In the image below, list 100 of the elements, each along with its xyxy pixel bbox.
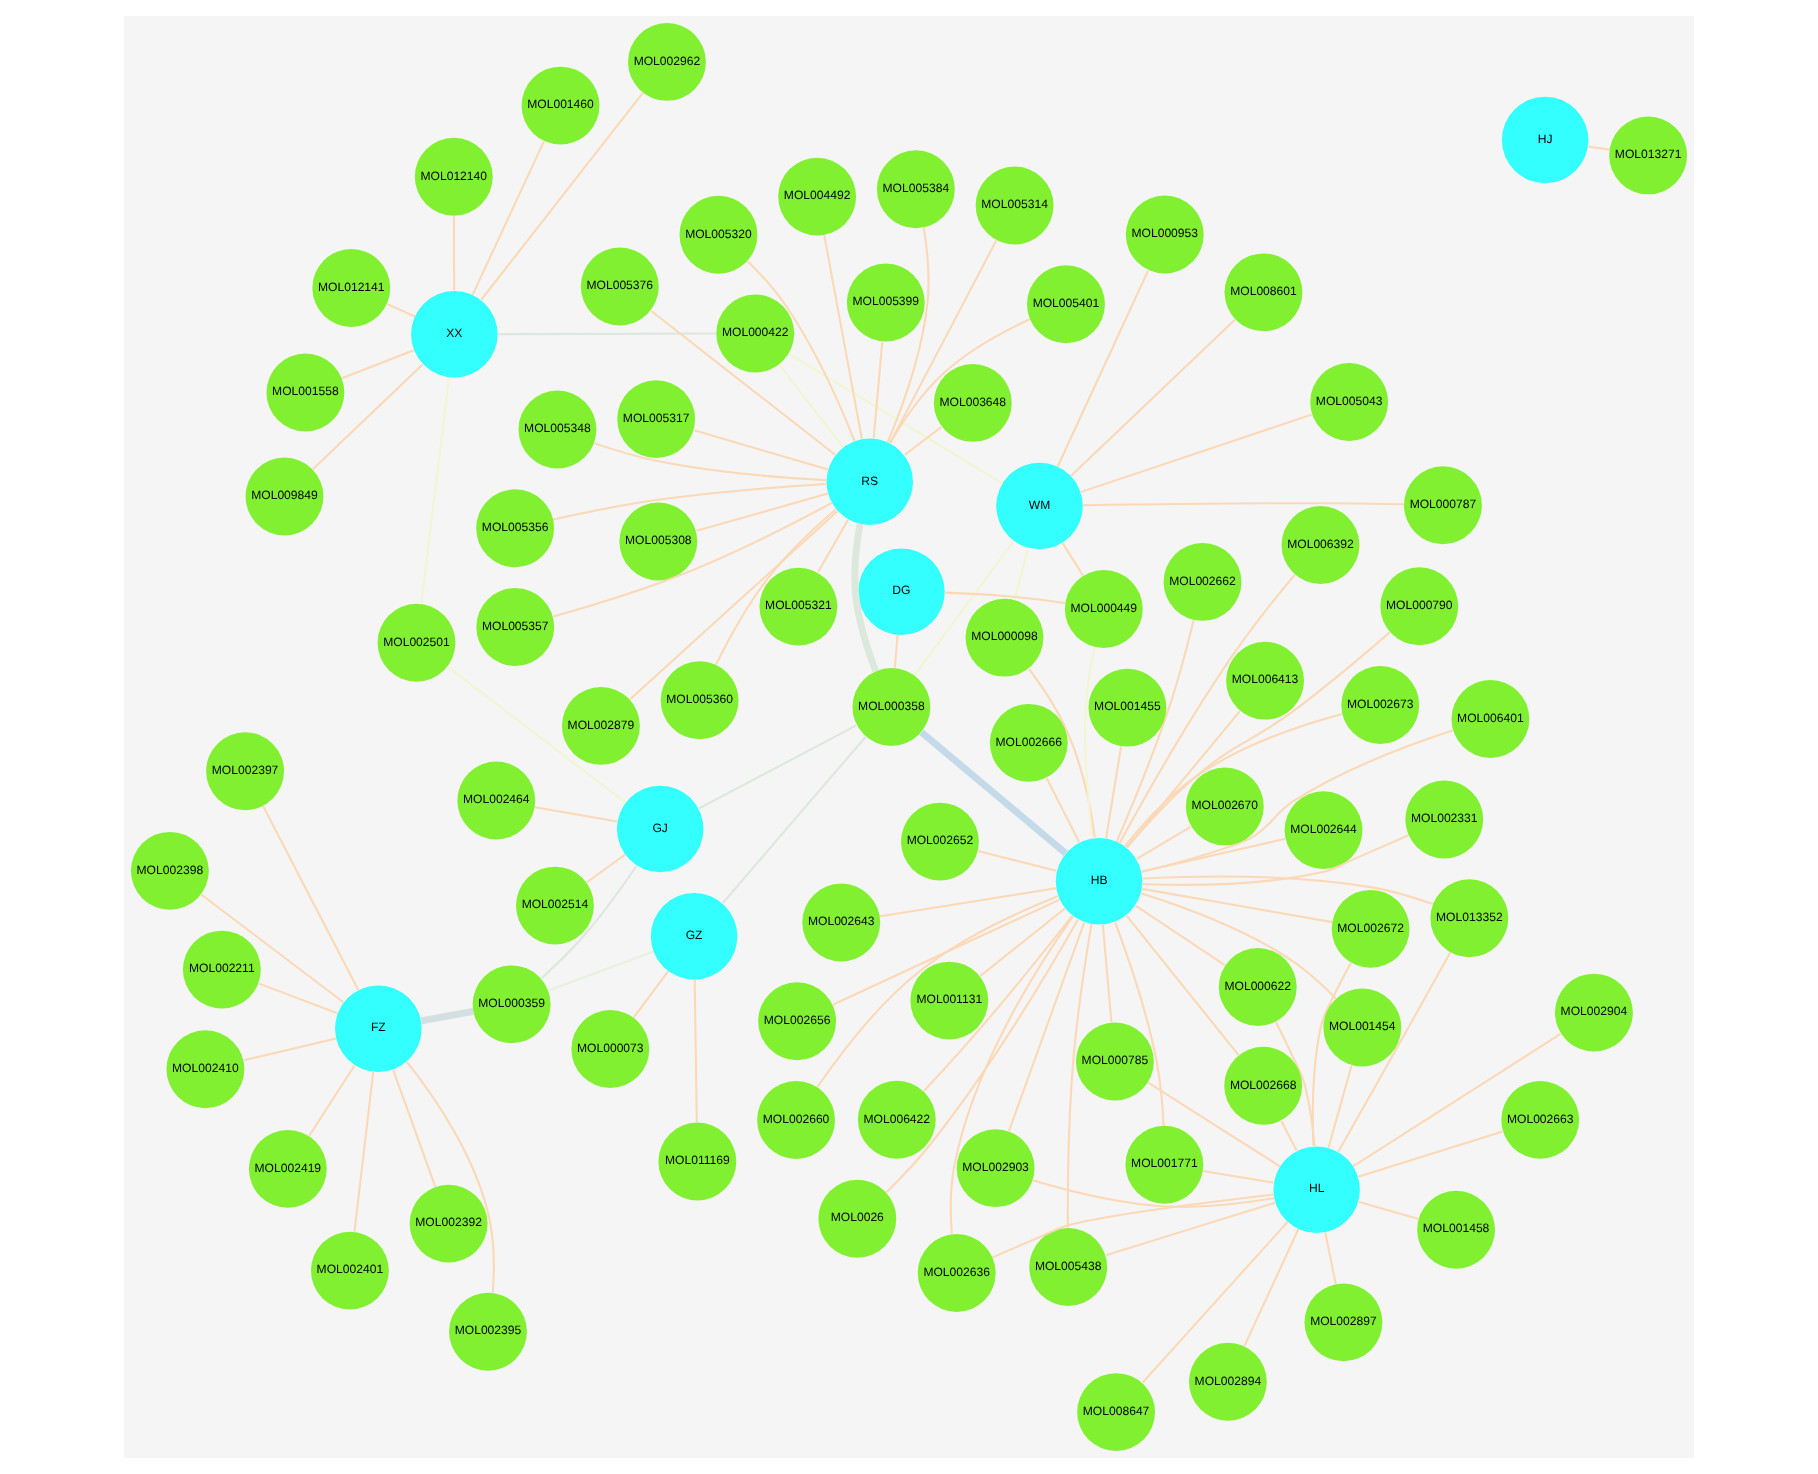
connector: [1007, 922, 1086, 1132]
connector: [1358, 1200, 1419, 1220]
connector: [262, 805, 360, 991]
connector: [1028, 668, 1096, 838]
connector: [471, 140, 545, 296]
connector: [1327, 1064, 1353, 1149]
connector: [979, 907, 1066, 977]
connector: [650, 310, 837, 456]
connector: [1352, 1033, 1561, 1168]
connector: [1280, 1120, 1298, 1152]
connector: [949, 915, 1074, 1234]
connector: [1311, 962, 1352, 1146]
connector: [1056, 270, 1150, 467]
connector: [535, 806, 618, 823]
connector: [992, 1193, 1274, 1259]
connector: [1126, 710, 1241, 849]
connector: [1141, 837, 1286, 873]
connector: [1337, 951, 1452, 1153]
connector: [851, 523, 879, 673]
connector: [817, 519, 849, 573]
connector: [593, 442, 827, 482]
connector: [1115, 619, 1195, 843]
connector: [1202, 1170, 1274, 1184]
connector: [1013, 548, 1030, 601]
connector: [715, 508, 837, 666]
connector: [1080, 413, 1313, 494]
connector: [200, 893, 345, 1004]
connector: [696, 492, 829, 532]
connector: [1114, 921, 1165, 1126]
connector: [1061, 542, 1084, 577]
connector: [1324, 1232, 1337, 1284]
connector: [889, 318, 1031, 444]
connector: [341, 349, 414, 380]
connector: [540, 864, 638, 980]
connector: [1125, 631, 1391, 849]
connector: [258, 982, 338, 1015]
connector: [816, 895, 1059, 1088]
connector: [721, 736, 867, 905]
connector: [420, 1007, 474, 1025]
connector: [693, 429, 829, 471]
connector: [778, 364, 845, 448]
connector: [832, 898, 1061, 1006]
connector: [243, 1037, 337, 1062]
connector: [553, 501, 833, 618]
connector: [1118, 574, 1296, 844]
connector: [1147, 1081, 1281, 1168]
connector: [886, 227, 930, 443]
connector: [914, 540, 1015, 676]
connector: [885, 918, 1079, 1193]
connector: [1045, 777, 1080, 843]
connector: [1070, 318, 1236, 477]
connector: [420, 377, 451, 604]
connector: [693, 979, 698, 1123]
connector: [452, 216, 456, 291]
connector: [1140, 892, 1337, 999]
connector: [1274, 1021, 1316, 1147]
connector: [1125, 914, 1240, 1056]
connector: [1101, 924, 1113, 1023]
connector: [889, 239, 998, 444]
connector: [1243, 1228, 1300, 1347]
connector: [919, 729, 1068, 856]
connector: [629, 510, 839, 701]
connector: [548, 950, 654, 992]
connector: [1142, 834, 1409, 886]
connector: [1142, 875, 1434, 905]
connector: [1032, 1179, 1275, 1208]
connector: [1141, 887, 1333, 924]
connector: [823, 234, 863, 440]
connector: [746, 260, 856, 442]
connector: [1082, 502, 1404, 507]
connector: [880, 887, 1057, 918]
connector: [308, 1064, 356, 1137]
connector: [1084, 646, 1096, 839]
connector: [552, 483, 826, 521]
connector: [923, 915, 1073, 1092]
connector: [893, 635, 899, 668]
connector: [1357, 1130, 1503, 1178]
connector: [312, 364, 424, 471]
connector: [353, 1071, 375, 1232]
connector: [405, 1061, 495, 1293]
connector: [1105, 746, 1123, 839]
connector: [1135, 904, 1226, 966]
connector: [586, 853, 626, 884]
connector: [1588, 145, 1610, 151]
connector: [1141, 1221, 1289, 1384]
connector: [1124, 713, 1343, 847]
connector: [788, 352, 1003, 485]
connector: [698, 724, 857, 810]
connector: [945, 591, 1066, 605]
connector: [386, 303, 416, 318]
connector: [1105, 1201, 1276, 1257]
connector: [1141, 729, 1454, 873]
connector: [632, 970, 669, 1019]
connector: [1066, 924, 1093, 1228]
connector: [447, 665, 627, 804]
connector: [904, 426, 943, 456]
connector: [1136, 825, 1192, 860]
connector: [872, 341, 884, 439]
connector: [480, 92, 644, 301]
connector: [392, 1069, 437, 1188]
